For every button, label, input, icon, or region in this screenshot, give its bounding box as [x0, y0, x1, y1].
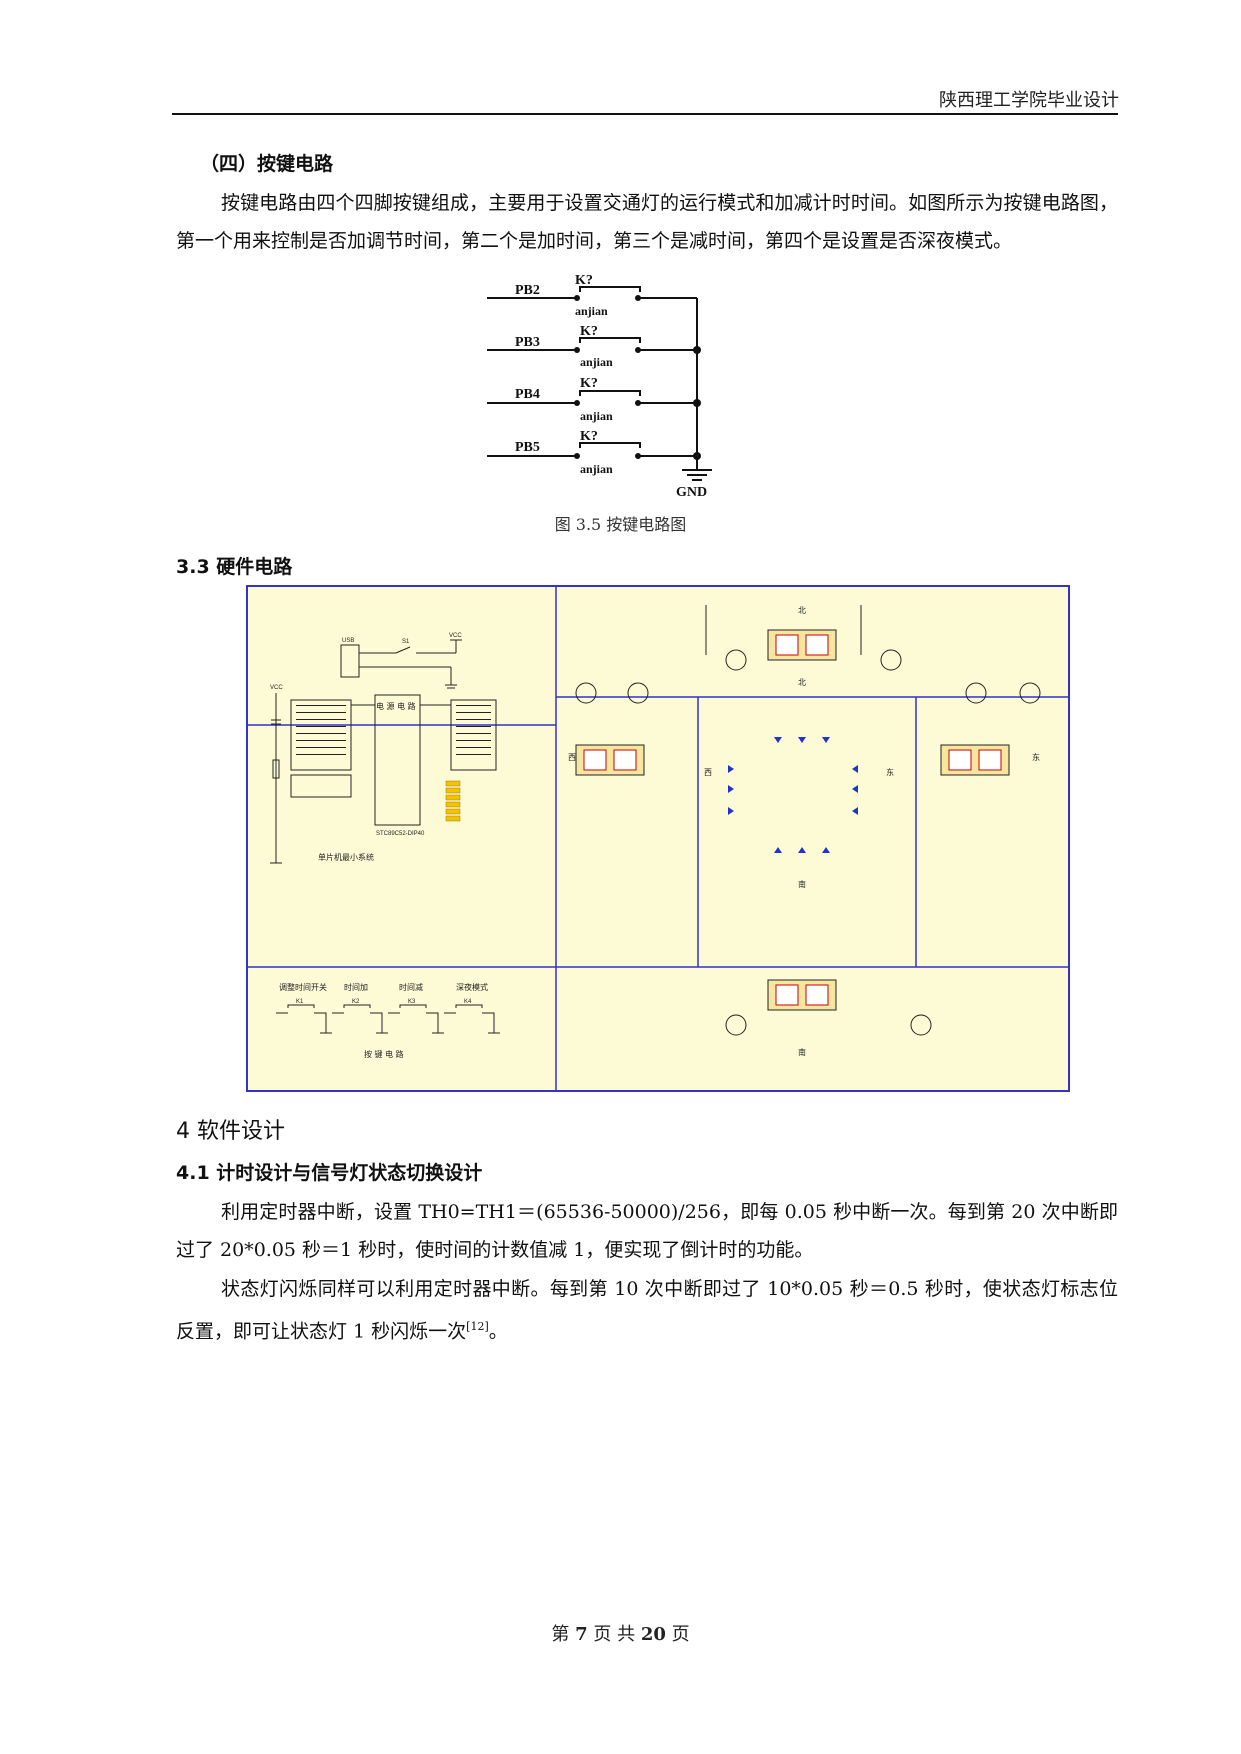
switch-part: anjian [580, 355, 613, 369]
hardware-schematic: USB S1 VCC 电 源 电 路 STC89C52-DIP40 VCC 单片… [246, 585, 1070, 1092]
footer-prefix: 第 [551, 1624, 570, 1645]
switch-part: anjian [575, 304, 608, 318]
footer-page-number: 7 [575, 1624, 588, 1645]
switch-part: anjian [580, 409, 613, 423]
header-rule [172, 113, 1118, 115]
net-label: PB5 [515, 440, 540, 455]
power-circuit-title: 电 源 电 路 [376, 701, 416, 711]
running-header: 陕西理工学院毕业设计 [939, 90, 1119, 111]
paragraph-timer: 利用定时器中断，设置 TH0=TH1＝(65536-50000)/256，即每 … [176, 1201, 1118, 1261]
section-heading-3-3: 3.3 硬件电路 [176, 556, 293, 578]
net-label: PB4 [515, 387, 540, 402]
key-label-1: 调整时间开关 [279, 982, 327, 992]
net-label: PB2 [515, 283, 540, 298]
mcu-chip-label: STC89C52-DIP40 [376, 831, 425, 837]
switch-ref: K? [580, 376, 598, 391]
schematic-frame [246, 585, 1070, 1092]
figure-caption: 图 3.5 按键电路图 [554, 515, 687, 534]
net-label: PB3 [515, 335, 540, 350]
key-ref-4: K4 [464, 999, 472, 1005]
center-north: 北 [798, 678, 806, 687]
section-heading-4: 4 软件设计 [176, 1119, 285, 1144]
key-ref-1: K1 [296, 999, 304, 1005]
section-heading-button-circuit: （四）按键电路 [200, 153, 334, 175]
vcc-label: VCC [449, 633, 462, 639]
paragraph-button-circuit: 按键电路由四个四脚按键组成，主要用于设置交通灯的运行模式和加减计时时间。如图所示… [176, 192, 1118, 252]
paragraph-blink-end: 。 [488, 1320, 508, 1343]
direction-north: 北 [798, 606, 806, 615]
direction-east: 东 [1032, 752, 1040, 762]
citation: [12] [466, 1320, 489, 1333]
key-ref-2: K2 [352, 999, 360, 1005]
switch-ref: K? [580, 324, 598, 339]
key-label-2: 时间加 [344, 982, 368, 992]
center-west: 西 [704, 768, 712, 777]
mcu-title: 单片机最小系统 [318, 852, 374, 862]
switch-ref: K? [580, 429, 598, 444]
key-label-4: 深夜模式 [456, 982, 488, 992]
key-ref-3: K3 [408, 999, 416, 1005]
direction-south: 南 [798, 1047, 806, 1057]
switch-label: S1 [402, 639, 410, 645]
page-footer: 第 7 页 共 20 页 [0, 1620, 1241, 1646]
switch-part: anjian [580, 462, 613, 476]
direction-west: 西 [568, 753, 576, 762]
usb-label: USB [342, 638, 354, 644]
ground-label: GND [676, 485, 707, 500]
footer-middle: 页 共 [593, 1624, 636, 1645]
paragraph-blink-text: 状态灯闪烁同样可以利用定时器中断。每到第 10 次中断即过了 10*0.05 秒… [176, 1278, 1118, 1343]
paragraph-blink: 状态灯闪烁同样可以利用定时器中断。每到第 10 次中断即过了 10*0.05 秒… [176, 1270, 1118, 1350]
key-circuit-title: 按 键 电 路 [364, 1049, 404, 1059]
mcu-vcc-label: VCC [270, 685, 283, 691]
footer-total-pages: 20 [640, 1624, 666, 1645]
footer-suffix: 页 [671, 1624, 690, 1645]
switch-ref: K? [575, 273, 593, 288]
center-east: 东 [886, 767, 894, 777]
center-south: 南 [798, 879, 806, 889]
key-label-3: 时间减 [399, 982, 423, 992]
button-circuit-figure: PB2 K? anjian PB3 K? anjian PB4 K? anjia… [487, 273, 712, 500]
section-heading-4-1: 4.1 计时设计与信号灯状态切换设计 [176, 1162, 483, 1184]
